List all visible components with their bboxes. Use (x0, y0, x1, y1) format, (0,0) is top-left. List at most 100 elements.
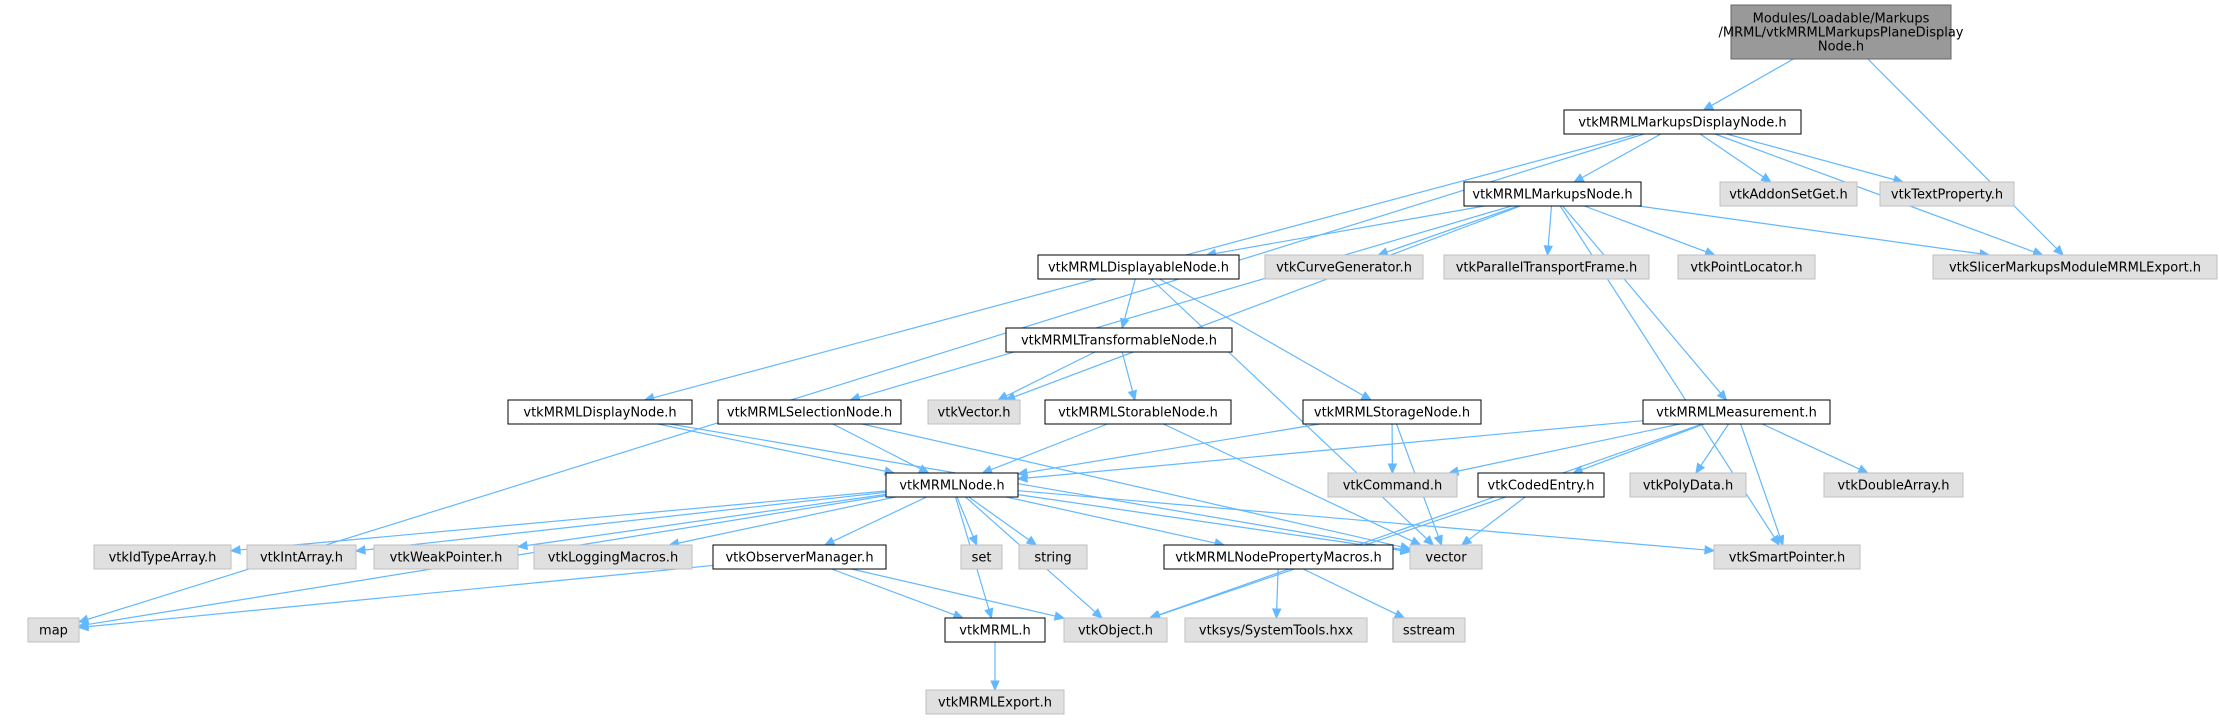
nodes-layer: Modules/Loadable/Markups/MRML/vtkMRMLMar… (27, 4, 2218, 715)
edge-line (831, 568, 955, 616)
edge-markupsNode-to-displayableNode (1205, 205, 1485, 259)
node-nodePropertyMacros[interactable]: vtkMRMLNodePropertyMacros.h (1163, 544, 1394, 570)
node-label: vtkMRMLStorageNode.h (1314, 406, 1470, 421)
edge-markupsDisplayNode-to-addonSetGet (1699, 133, 1772, 183)
node-measurement[interactable]: vtkMRMLMeasurement.h (1642, 399, 1831, 425)
node-transformableNode[interactable]: vtkMRMLTransformableNode.h (1005, 327, 1233, 353)
edge-observerManager-to-map (77, 564, 714, 632)
node-addonSetGet: vtkAddonSetGet.h (1719, 181, 1858, 207)
edge-line (1867, 58, 2058, 250)
node-box (1037, 254, 1240, 280)
edge-mrmlNode-to-observerManager (823, 496, 927, 546)
edge-line (1017, 494, 1402, 552)
edge-line (1121, 351, 1134, 392)
edge-mrmlNode-to-smartPointer (1017, 490, 1716, 555)
node-displayNode[interactable]: vtkMRMLDisplayNode.h (507, 399, 693, 425)
edge-arrowhead (1016, 473, 1028, 483)
edge-mrmlNode-to-idTypeArray (229, 490, 887, 555)
edge-arrowhead (997, 391, 1009, 401)
node-box (885, 472, 1019, 498)
node-box (927, 399, 1021, 425)
edge-line (1386, 205, 1519, 253)
edge-observerManager-to-vtkObject (851, 568, 1066, 621)
node-label: vtkMRML.h (959, 624, 1030, 639)
node-label: /MRML/vtkMRMLMarkupsPlaneDisplay (1719, 26, 1964, 41)
node-box (960, 544, 1003, 570)
edge-arrowhead (1543, 245, 1554, 257)
node-map: map (27, 617, 80, 643)
edge-storageNode-to-vtkCommand (1387, 423, 1398, 475)
edge-mrmlNode-to-intArray (354, 491, 887, 555)
node-label: vtkMRMLNodePropertyMacros.h (1175, 551, 1381, 566)
edge-nodePropertyMacros-to-sstream (1302, 568, 1406, 619)
node-box (1443, 254, 1650, 280)
node-vtkMRML[interactable]: vtkMRML.h (944, 617, 1046, 643)
edge-line (87, 564, 714, 628)
node-box (1713, 544, 1861, 570)
node-vtkCommand: vtkCommand.h (1327, 472, 1458, 498)
edge-arrowhead (952, 610, 965, 620)
edge-line (1468, 496, 1526, 541)
node-selectionNode[interactable]: vtkMRMLSelectionNode.h (717, 399, 902, 425)
node-label: vtkIntArray.h (260, 551, 343, 566)
node-storageNode[interactable]: vtkMRMLStorageNode.h (1302, 399, 1482, 425)
node-box (1264, 254, 1424, 280)
node-label: vtkIdTypeArray.h (109, 551, 217, 566)
node-sstream: sstream (1392, 617, 1466, 643)
node-textProperty: vtkTextProperty.h (1879, 181, 2015, 207)
node-storableNode[interactable]: vtkMRMLStorableNode.h (1044, 399, 1232, 425)
edge-arrowhead (1760, 172, 1772, 183)
edge-line (1562, 205, 1722, 394)
edge-arrowhead (1091, 608, 1103, 619)
edge-line (1017, 490, 1706, 551)
node-label: sstream (1403, 624, 1455, 639)
node-box (1392, 617, 1466, 643)
edge-arrowhead (981, 465, 994, 474)
edge-line (1215, 205, 1485, 255)
node-box (1730, 4, 1952, 60)
node-box (1044, 399, 1232, 425)
edge-line (1700, 423, 1730, 466)
edge-line (851, 568, 1056, 617)
edge-measurement-to-mrmlNode (1016, 420, 1644, 483)
node-observerManager[interactable]: vtkObserverManager.h (712, 544, 887, 570)
edge-displayNode-to-mrmlNode (657, 423, 896, 476)
node-label: vtkPolyData.h (1643, 479, 1733, 494)
node-root[interactable]: Modules/Loadable/Markups/MRML/vtkMRMLMar… (1719, 4, 1964, 60)
edge-arrowhead (1460, 535, 1473, 546)
edge-line (1581, 423, 1705, 471)
edge-line (239, 490, 887, 551)
edge-arrowhead (1704, 545, 1716, 555)
node-loggingMacros: vtkLoggingMacros.h (533, 544, 693, 570)
edge-arrowhead (1775, 534, 1785, 547)
edge-measurement-to-doubleArray (1762, 423, 1869, 474)
edge-displayableNode-to-transformableNode (1120, 278, 1136, 330)
node-label: vtkDoubleArray.h (1838, 479, 1950, 494)
node-box (1184, 617, 1368, 643)
node-codedEntry[interactable]: vtkCodedEntry.h (1477, 472, 1605, 498)
node-label: vtkMRMLNode.h (899, 479, 1004, 494)
edge-arrowhead (1702, 101, 1715, 111)
edge-line (1157, 423, 1703, 616)
edge-arrowhead (823, 536, 836, 546)
node-markupsDisplayNode[interactable]: vtkMRMLMarkupsDisplayNode.h (1563, 109, 1802, 135)
node-label: vtkCurveGenerator.h (1276, 261, 1412, 276)
edges-layer (77, 58, 2064, 692)
node-polyData: vtkPolyData.h (1629, 472, 1747, 498)
node-box (1477, 472, 1605, 498)
node-box (1719, 181, 1858, 207)
node-markupsNode[interactable]: vtkMRMLMarkupsNode.h (1463, 181, 1642, 207)
node-label: string (1034, 551, 1071, 566)
node-label: vtkVector.h (938, 406, 1011, 421)
edge-arrowhead (968, 534, 978, 547)
node-mrmlNode[interactable]: vtkMRMLNode.h (885, 472, 1019, 498)
edge-arrowhead (1716, 389, 1728, 401)
edge-arrowhead (1573, 173, 1585, 183)
edge-mrmlNode-to-string (968, 496, 1038, 546)
node-displayableNode[interactable]: vtkMRMLDisplayableNode.h (1037, 254, 1240, 280)
node-label: vtkSlicerMarkupsModuleMRMLExport.h (1949, 261, 2201, 276)
node-label: Modules/Loadable/Markups (1753, 12, 1930, 27)
edge-line (832, 496, 927, 542)
node-box (93, 544, 232, 570)
edge-arrowhead (1387, 463, 1398, 475)
